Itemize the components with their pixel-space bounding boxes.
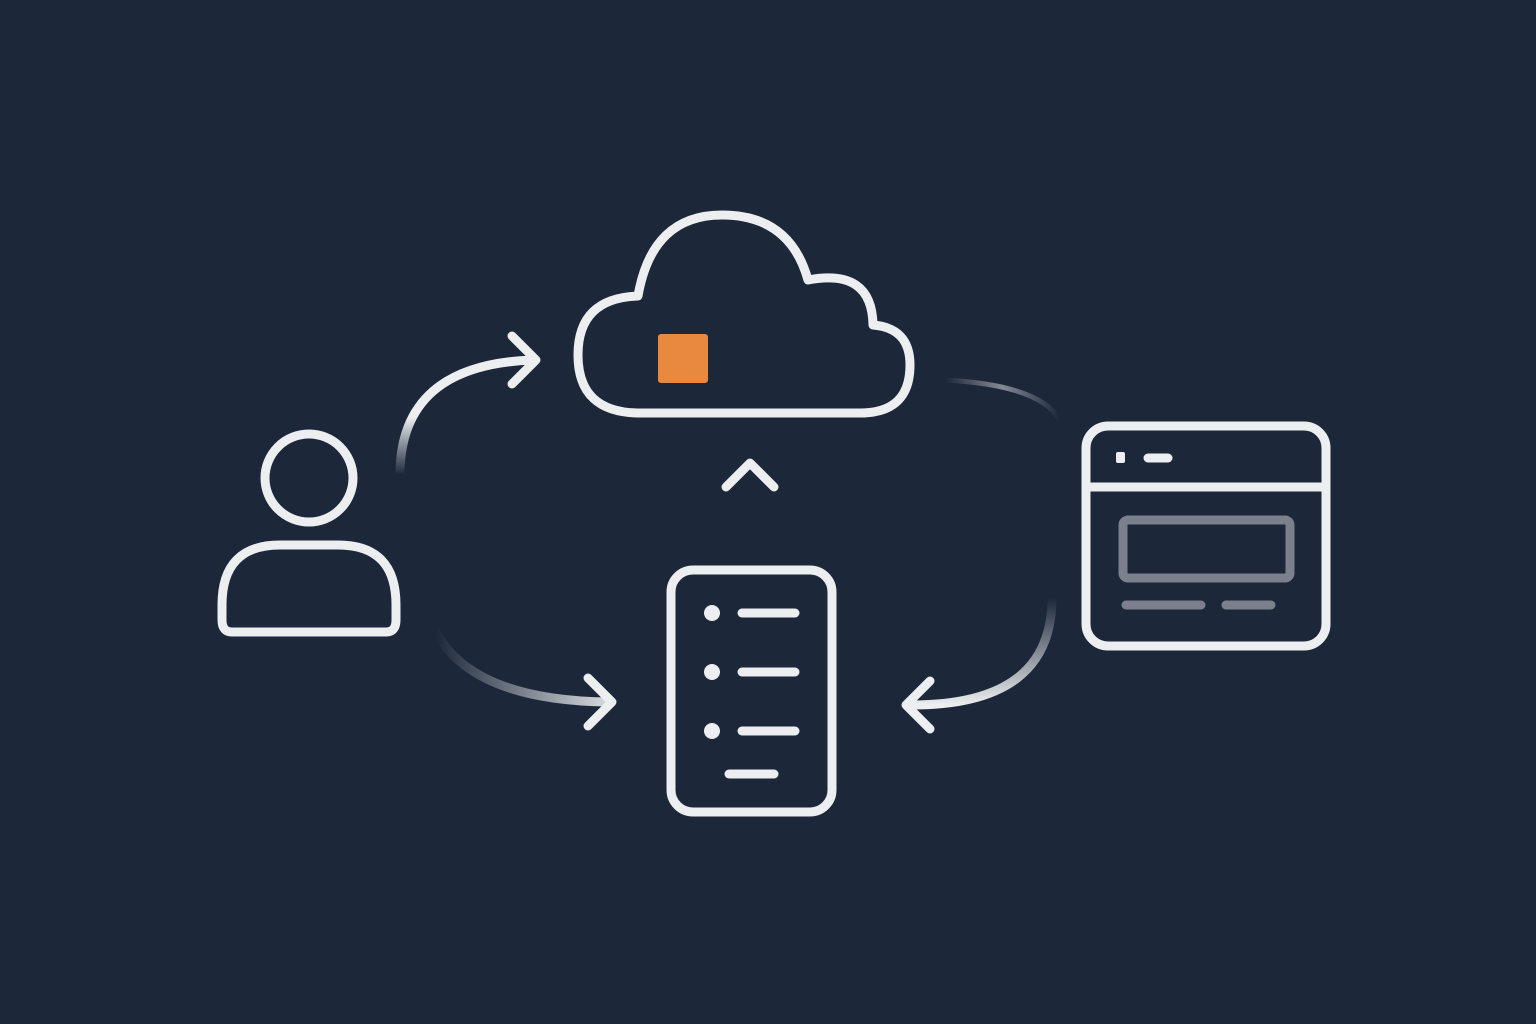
- arrow-cloud-to-browser: [940, 350, 1075, 422]
- browser-content-block: [1118, 515, 1295, 583]
- server-led: [704, 723, 720, 739]
- browser-window-icon: [1081, 421, 1331, 651]
- server-icon: [666, 565, 837, 817]
- cloud-icon: [573, 210, 915, 418]
- arrow-user-to-cloud: [395, 331, 541, 480]
- arrow-browser-to-server: [901, 593, 1057, 734]
- user-body: [217, 540, 401, 637]
- user-icon: [217, 429, 401, 637]
- user-head: [260, 429, 358, 527]
- server-led: [704, 664, 720, 680]
- arrow-server-to-cloud: [721, 458, 779, 550]
- arrow-user-to-server: [430, 625, 617, 731]
- server-led: [704, 605, 720, 621]
- cloud-accent-square: [658, 334, 708, 383]
